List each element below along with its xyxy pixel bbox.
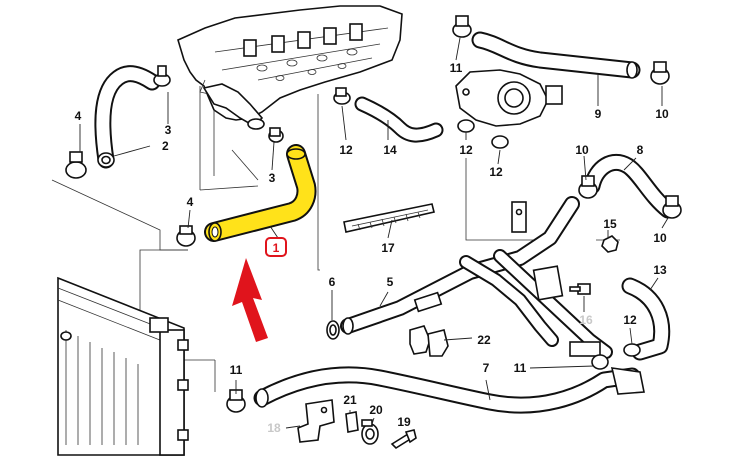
callout-4a: 4 <box>75 109 82 123</box>
callout-1: 1 <box>273 241 280 255</box>
callout-12d: 12 <box>623 313 637 327</box>
callout-10a: 10 <box>655 107 669 121</box>
callout-12c: 12 <box>489 165 503 179</box>
callout-9: 9 <box>595 107 602 121</box>
hose-2 <box>94 65 161 169</box>
callout-21: 21 <box>343 393 357 407</box>
highlight-arrow <box>232 258 268 342</box>
hose-9 <box>471 31 641 79</box>
clamp-10b <box>578 175 598 199</box>
clamp-12d <box>623 343 641 357</box>
callout-15: 15 <box>603 217 617 231</box>
clip-22 <box>409 325 449 357</box>
radiator <box>57 276 189 456</box>
clamp-20 <box>361 419 379 445</box>
clamp-12b <box>457 119 475 133</box>
clamp-4b <box>176 225 196 247</box>
hose-1-highlighted <box>204 144 317 242</box>
bracket-18 <box>297 399 335 443</box>
callout-4b: 4 <box>187 195 194 209</box>
callout-5: 5 <box>387 275 394 289</box>
throttle-body <box>455 69 563 127</box>
clamp-11a <box>452 15 472 38</box>
clamp-3b <box>268 127 284 143</box>
callout-12b: 12 <box>459 143 473 157</box>
hose-14 <box>354 96 444 143</box>
clip-21 <box>345 411 359 433</box>
reference-lines <box>51 94 620 392</box>
callout-6: 6 <box>329 275 336 289</box>
clamp-11c <box>591 354 609 370</box>
callout-16: 16 <box>579 313 593 327</box>
clamp-12a <box>333 87 351 105</box>
pipe-5 <box>340 196 613 359</box>
callout-12a: 12 <box>339 143 353 157</box>
callout-10c: 10 <box>653 231 667 245</box>
hose-8 <box>583 153 677 219</box>
clamp-12c <box>491 135 509 149</box>
callout-13: 13 <box>653 263 667 277</box>
callout-7: 7 <box>483 361 490 375</box>
spark-plug-bosses <box>243 23 363 57</box>
callout-19: 19 <box>397 415 411 429</box>
callout-18: 18 <box>267 421 281 435</box>
callout-11a: 11 <box>450 61 463 75</box>
callout-3b: 3 <box>269 171 276 185</box>
clamp-3a <box>153 65 171 87</box>
clamp-10a <box>650 61 670 85</box>
callout-10b: 10 <box>575 143 589 157</box>
callout-14: 14 <box>383 143 397 157</box>
callouts: 1 2 3 3 4 4 5 6 7 8 9 10 10 10 11 11 11 … <box>75 61 669 435</box>
hose-13 <box>621 277 671 361</box>
engine-block <box>177 5 403 191</box>
clamp-4a <box>65 151 87 179</box>
clamps <box>65 15 682 413</box>
callout-17: 17 <box>381 241 395 255</box>
hose-7 <box>253 366 645 414</box>
thermostat-housing <box>202 83 265 130</box>
nut-15 <box>601 235 619 253</box>
callout-20: 20 <box>369 403 383 417</box>
callout-2: 2 <box>162 139 169 153</box>
clamp-10c <box>662 195 682 219</box>
callout-22: 22 <box>477 333 491 347</box>
callout-11c: 11 <box>514 361 527 375</box>
bolt-19 <box>390 429 417 450</box>
cable-tie-17 <box>343 203 435 233</box>
callout-11b: 11 <box>230 363 243 377</box>
callout-3a: 3 <box>165 123 172 137</box>
bolt-16 <box>569 283 591 295</box>
callout-1-box <box>265 237 287 257</box>
callout-8: 8 <box>637 143 644 157</box>
leader-lines <box>79 37 669 429</box>
o-ring-6 <box>326 320 340 340</box>
